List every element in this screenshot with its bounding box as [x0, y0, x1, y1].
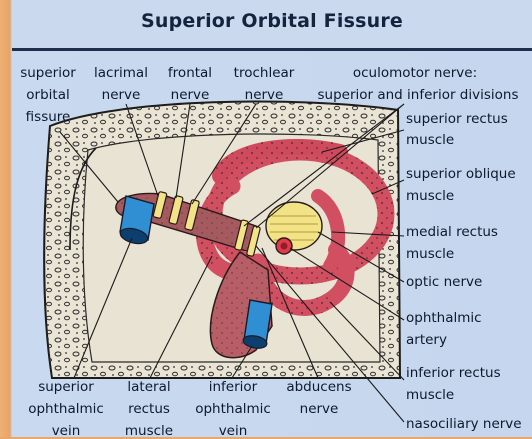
label-medial-rectus-1: medial rectus: [406, 226, 498, 240]
label-frontal-nerve-2: nerve: [162, 89, 218, 103]
label-abducens-nerve-2: nerve: [280, 403, 358, 417]
label-nasociliary-nerve: nasociliary nerve: [406, 418, 522, 432]
label-inferior-ophthalmic-vein-3: vein: [192, 425, 274, 439]
label-inferior-ophthalmic-vein-1: inferior: [192, 381, 274, 395]
label-inferior-rectus-1: inferior rectus: [406, 367, 501, 381]
label-superior-ophthalmic-vein-1: superior: [30, 381, 102, 395]
label-ophthalmic-artery-1: ophthalmic: [406, 312, 482, 326]
label-superior-rectus-1: superior rectus: [406, 113, 508, 127]
label-inferior-ophthalmic-vein-2: ophthalmic: [186, 403, 280, 417]
label-ophthalmic-artery-2: artery: [406, 334, 447, 348]
label-trochlear-nerve-1: trochlear: [228, 67, 300, 81]
label-lateral-rectus-3: muscle: [118, 425, 180, 439]
optic-nerve: [266, 202, 322, 250]
label-superior-orbital-fissure-1: superior: [14, 67, 82, 81]
label-medial-rectus-2: muscle: [406, 248, 454, 262]
label-lateral-rectus-2: rectus: [118, 403, 180, 417]
label-lateral-rectus-1: lateral: [118, 381, 180, 395]
label-superior-oblique-2: muscle: [406, 190, 454, 204]
label-frontal-nerve-1: frontal: [162, 67, 218, 81]
label-superior-ophthalmic-vein-3: vein: [30, 425, 102, 439]
label-oculomotor-nerve-2: superior and inferior divisions: [308, 89, 528, 103]
label-abducens-nerve-1: abducens: [280, 381, 358, 395]
label-superior-orbital-fissure-2: orbital: [14, 89, 82, 103]
label-superior-oblique-1: superior oblique: [406, 168, 516, 182]
label-optic-nerve: optic nerve: [406, 276, 482, 290]
label-inferior-rectus-2: muscle: [406, 389, 454, 403]
label-trochlear-nerve-2: nerve: [228, 89, 300, 103]
label-oculomotor-nerve-1: oculomotor nerve:: [330, 67, 500, 81]
label-superior-ophthalmic-vein-2: ophthalmic: [24, 403, 108, 417]
label-superior-rectus-2: muscle: [406, 134, 454, 148]
label-lacrimal-nerve-1: lacrimal: [90, 67, 152, 81]
label-lacrimal-nerve-2: nerve: [90, 89, 152, 103]
label-superior-orbital-fissure-3: fissure: [14, 111, 82, 125]
